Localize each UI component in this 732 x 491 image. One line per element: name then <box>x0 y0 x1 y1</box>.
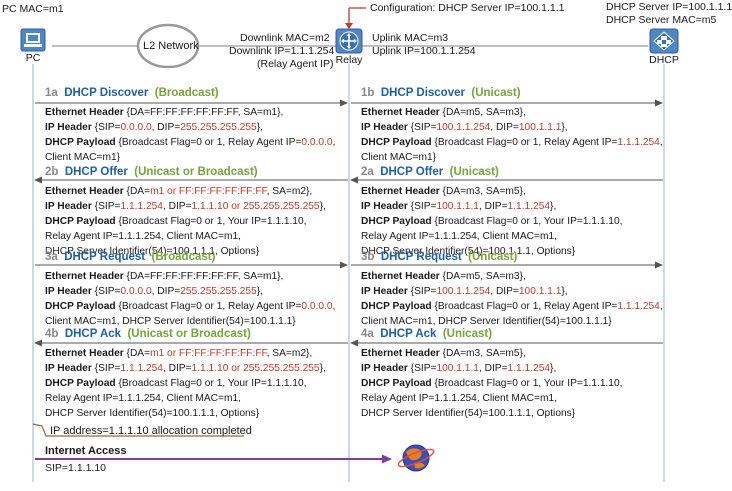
internet-access-label: Internet Access <box>45 445 127 457</box>
internet-access-arrow <box>35 454 392 464</box>
step-3a: 3a DHCP Request (Broadcast) Ethernet Hea… <box>45 251 336 327</box>
relay-node[interactable] <box>335 28 363 54</box>
uplink-ip-label: Uplink IP=100.1.1.254 <box>372 45 476 57</box>
allocation-note: IP address=1.1.1.10 allocation completed <box>50 425 252 437</box>
uplink-mac-label: Uplink MAC=m3 <box>372 32 449 44</box>
step-4b: 4b DHCP Ack (Unicast or Broadcast) Ether… <box>45 328 326 419</box>
step-2b: 2b DHCP Offer (Unicast or Broadcast) Eth… <box>45 166 326 257</box>
router-icon <box>339 31 359 51</box>
pc-node[interactable] <box>20 28 46 52</box>
l2-network-cloud <box>136 23 200 69</box>
arrow-2a <box>350 176 663 184</box>
arrow-1b <box>351 99 663 107</box>
arrow-4a <box>350 339 663 347</box>
pc-label: PC <box>25 52 41 64</box>
arrow-1a <box>35 99 348 107</box>
server-mac-label: DHCP Server MAC=m5 <box>606 14 717 26</box>
dhcp-node[interactable] <box>649 28 679 54</box>
step-3b: 3b DHCP Request (Unicast) Ethernet Heade… <box>361 251 663 327</box>
internet-sip-label: SIP=1.1.1.10 <box>45 462 107 474</box>
downlink-mac-label: Downlink MAC=m2 <box>240 32 330 44</box>
config-label: Configuration: DHCP Server IP=100.1.1.1 <box>370 2 565 14</box>
arrow-3b <box>351 261 663 269</box>
globe-icon <box>397 444 435 472</box>
step-4a: 4a DHCP Ack (Unicast) Ethernet Header {D… <box>361 328 623 419</box>
relay-label: Relay <box>335 54 363 66</box>
l2-network-label: L2 Network <box>143 40 199 52</box>
arrow-4b <box>34 339 348 347</box>
step-1b: 1b DHCP Discover (Unicast) Ethernet Head… <box>361 87 663 163</box>
pc-mac-label: PC MAC=m1 <box>2 3 64 15</box>
downlink-ip-label: Downlink IP=1.1.1.254 <box>229 45 335 57</box>
step-1a: 1a DHCP Discover (Broadcast) Ethernet He… <box>45 87 336 163</box>
server-icon <box>653 31 675 51</box>
step-2a: 2a DHCP Offer (Unicast) Ethernet Header … <box>361 166 623 257</box>
arrow-2b <box>34 176 348 184</box>
computer-icon <box>24 33 42 47</box>
dhcp-label: DHCP <box>649 54 679 66</box>
allocation-note-line <box>32 423 244 437</box>
arrow-3a <box>35 261 348 269</box>
server-ip-label: DHCP Server IP=100.1.1.1 <box>606 1 732 13</box>
relay-agent-ip-label: (Relay Agent IP) <box>257 58 334 70</box>
